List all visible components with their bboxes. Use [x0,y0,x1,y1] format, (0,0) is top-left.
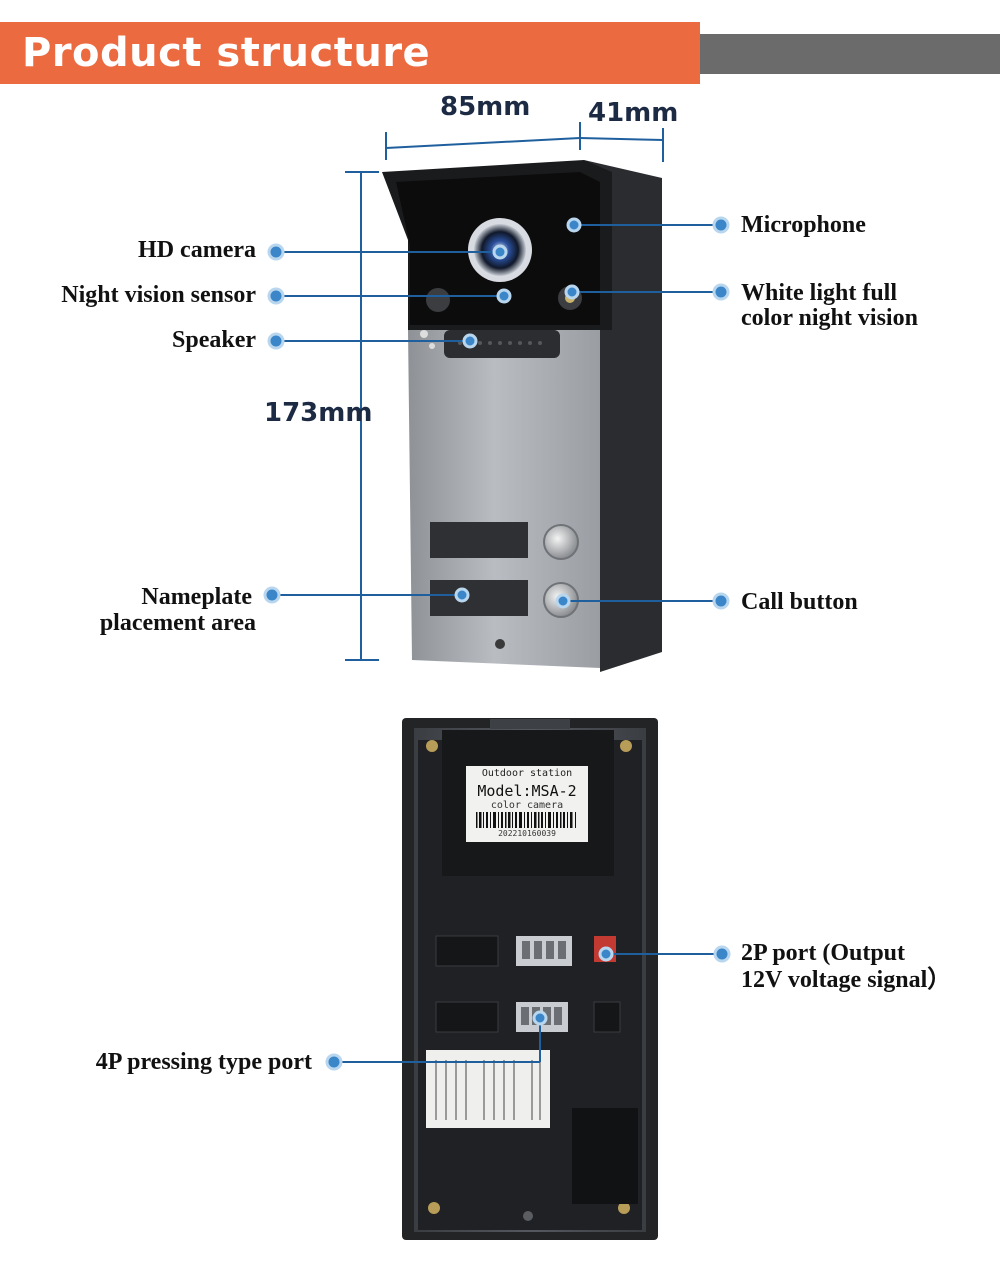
label-white-light-line2: color night vision [741,305,918,331]
back-device [402,718,658,1240]
back-label-line1: Outdoor station [481,768,573,779]
header-banner [0,22,700,84]
label-speaker: Speaker [172,327,256,353]
dimension-depth [579,128,664,162]
label-nameplate-line1: Nameplate [141,584,252,610]
callout-dots-back [325,945,731,1071]
callout-dots-front [263,216,730,610]
label-microphone: Microphone [741,212,866,238]
label-call-button: Call button [741,589,858,615]
page-title: Product structure [22,30,431,76]
dimension-width-label: 85mm [440,92,531,122]
label-hd-camera: HD camera [138,237,256,263]
callout-lines-front [272,224,721,602]
dimension-height [345,171,379,661]
back-label-model: Model:MSA-2 [477,782,577,800]
label-2p-port-line1: 2P port (Output [741,940,906,966]
front-device [382,160,662,672]
back-label-serial: 202210160039 [498,829,556,838]
dimension-height-label: 173mm [264,398,373,428]
back-label-line3: color camera [490,800,564,811]
label-night-vision-sensor: Night vision sensor [61,282,256,308]
label-4p-port: 4P pressing type port [95,1049,312,1075]
header-gray-strip [700,34,1000,74]
label-white-light-line1: White light full [741,280,898,306]
label-2p-port-line2: 12V voltage signal） [741,967,952,993]
dimension-width [385,122,581,160]
label-nameplate-line2: placement area [99,610,256,636]
dimension-depth-label: 41mm [588,98,679,128]
